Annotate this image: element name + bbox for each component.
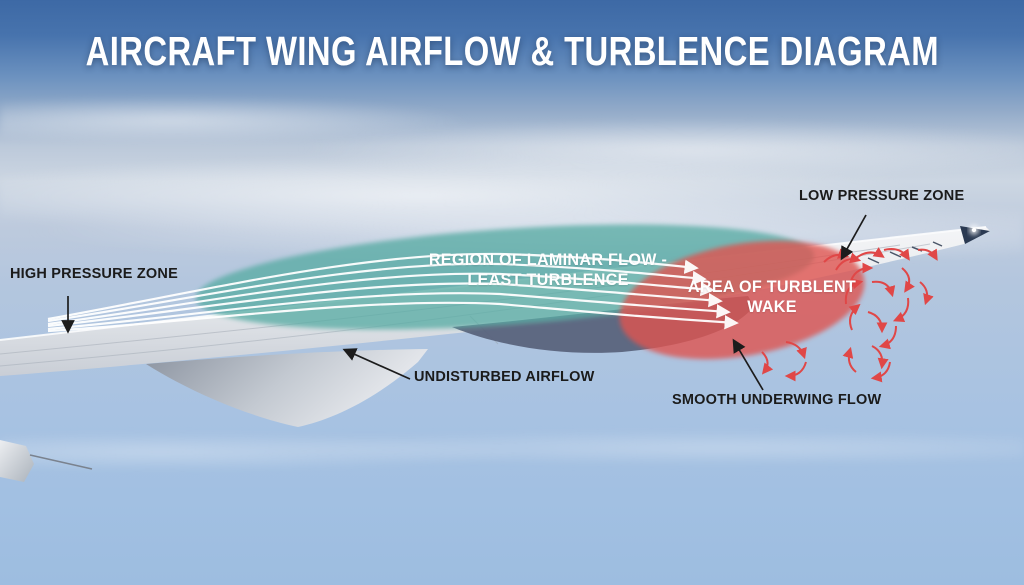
vortex-arrows — [761, 247, 938, 383]
turbulent-wake-line2: WAKE — [747, 296, 797, 316]
undisturbed-airflow-arrow — [342, 348, 411, 380]
label-undisturbed-airflow: UNDISTURBED AIRFLOW — [414, 369, 595, 385]
flap-fairing — [146, 349, 428, 427]
page-title: AIRCRAFT WING AIRFLOW & TURBLENCE DIAGRA… — [0, 28, 1024, 75]
label-high-pressure-zone: HIGH PRESSURE ZONE — [10, 266, 178, 282]
label-turbulent-wake-area: AREA OF TURBLENT WAKE — [668, 277, 877, 316]
label-low-pressure-zone: LOW PRESSURE ZONE — [799, 188, 965, 204]
smooth-underwing-arrow — [732, 338, 764, 391]
label-smooth-underwing-flow: SMOOTH UNDERWING FLOW — [672, 392, 882, 408]
page-title-text: AIRCRAFT WING AIRFLOW & TURBLENCE DIAGRA… — [85, 28, 939, 74]
label-laminar-flow-region: REGION OF LAMINAR FLOW - LEAST TURBLENCE — [358, 250, 738, 289]
winglet-tip — [960, 225, 990, 244]
laminar-streamlines — [47, 252, 739, 333]
laminar-region-line2: LEAST TURBLENCE — [467, 269, 629, 289]
nacelle-fragment — [0, 440, 93, 482]
turbulent-zone-ellipse — [619, 240, 865, 360]
low-pressure-arrow — [840, 214, 867, 261]
laminar-region-line1: REGION OF LAMINAR FLOW - — [428, 250, 668, 269]
turbulent-wake-line1: AREA OF TURBLENT — [687, 277, 857, 296]
